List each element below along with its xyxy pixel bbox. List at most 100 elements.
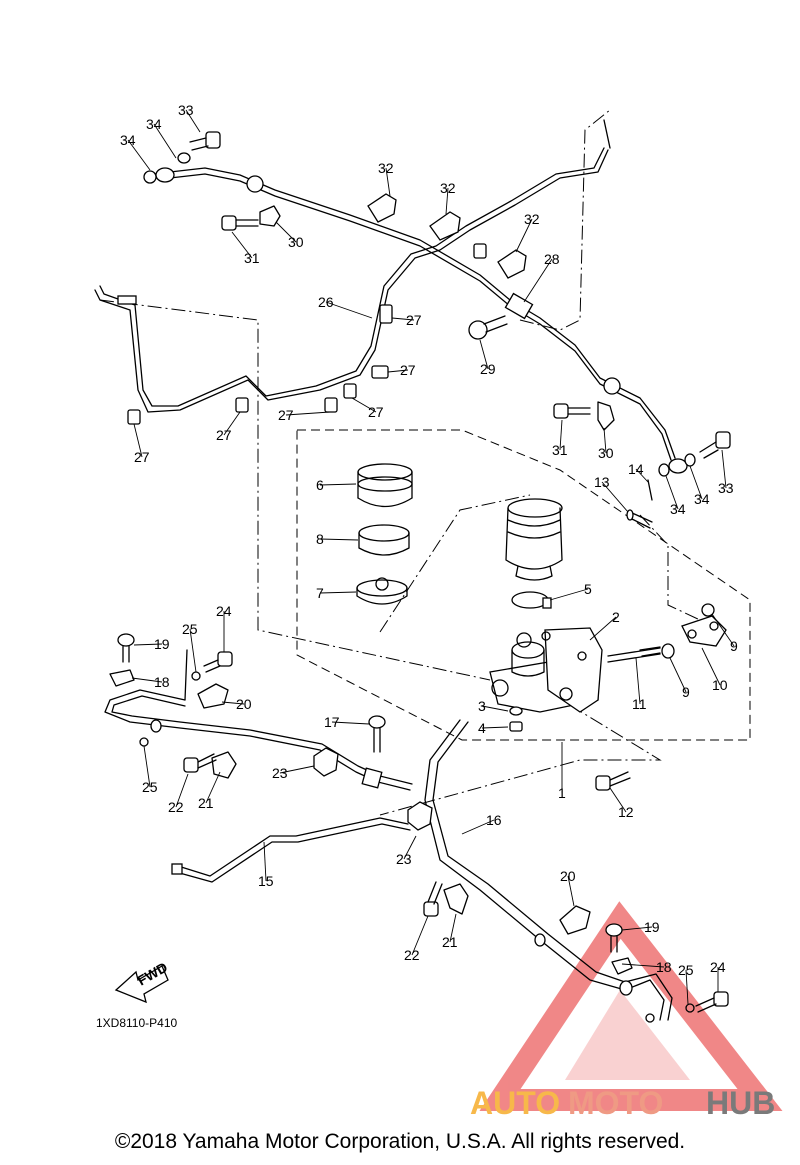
clevis-10 [681, 603, 727, 647]
callout-number: 27 [134, 449, 150, 465]
callout-leader-line [319, 483, 357, 486]
callout-number: 26 [318, 294, 334, 310]
callout-number: 27 [368, 404, 384, 420]
callout-leader-line [549, 588, 589, 601]
brake-pipe-26 [94, 119, 611, 413]
callout-leader-line [285, 411, 331, 416]
callout-leader-line [621, 926, 653, 931]
callout-number: 18 [656, 959, 672, 975]
bolt-12 [595, 771, 631, 791]
callout-number: 15 [258, 873, 274, 889]
lower-fasteners [109, 633, 729, 1023]
assembly-boundary [296, 429, 751, 741]
callout-leader-line [221, 701, 245, 705]
bolts-upper [143, 131, 731, 477]
bleed-parts-3-4 [509, 706, 523, 732]
callout-leader-line [319, 591, 357, 594]
diaphragm-8 [358, 524, 410, 556]
callout-number: 34 [146, 116, 162, 132]
callout-number: 6 [316, 477, 324, 493]
callout-number: 10 [712, 677, 728, 693]
callout-leader-line [603, 427, 607, 454]
callout-leader-line [127, 139, 151, 171]
callout-number: 30 [288, 234, 304, 250]
callout-number: 24 [710, 959, 726, 975]
callout-number: 33 [178, 102, 194, 118]
watermark-moto: MOTO [568, 1085, 663, 1121]
callout-leader-line [567, 875, 575, 907]
callout-number: 19 [644, 919, 660, 935]
reservoir-cap-6 [357, 463, 413, 508]
callout-number: 19 [154, 636, 170, 652]
callout-leader-line [635, 657, 641, 705]
callout-leader-line [523, 258, 553, 303]
callout-number: 20 [560, 868, 576, 884]
upper-brake-pipe [155, 167, 688, 474]
callout-leader-line [143, 745, 151, 788]
callout-leader-line [189, 628, 197, 673]
callout-leader-line [635, 468, 649, 483]
watermark-logo-mark [479, 901, 783, 1111]
callout-leader-line [133, 423, 143, 458]
pipe-clips [127, 193, 615, 431]
callout-leader-line [481, 705, 509, 712]
callout-number: 34 [120, 132, 136, 148]
brake-hose-16 [424, 719, 673, 1021]
callout-leader-line [175, 773, 189, 808]
callout-leader-line [411, 915, 429, 956]
callout-leader-line [481, 726, 509, 729]
reference-line [379, 704, 662, 816]
callout-number: 21 [442, 934, 458, 950]
callout-number: 16 [486, 812, 502, 828]
fwd-arrow-icon: FWD [114, 959, 170, 1004]
callout-number: 21 [198, 795, 214, 811]
callout-number: 23 [396, 851, 412, 867]
callout-leader-line [319, 538, 359, 541]
callout-number: 25 [678, 962, 694, 978]
callout-leader-line [185, 109, 201, 133]
callout-leader-line [231, 231, 253, 259]
callout-leader-line [601, 481, 629, 513]
callout-number: 14 [628, 461, 644, 477]
callout-leader-line [445, 187, 449, 215]
callout-leader-line [589, 616, 617, 641]
callout-number: 27 [400, 362, 416, 378]
diaphragm-plate-7 [356, 577, 408, 605]
callout-number: 27 [406, 312, 422, 328]
callout-leader-line [131, 677, 163, 683]
callout-number: 32 [378, 160, 394, 176]
hose-clamp-5 [511, 591, 552, 609]
callout-number: 20 [236, 696, 252, 712]
callout-number: 11 [632, 696, 647, 712]
callout-leader-line [133, 643, 163, 646]
callout-number: 18 [154, 674, 170, 690]
callout-leader-line [351, 397, 377, 413]
callout-leader-line [711, 613, 735, 647]
callout-leader-line [461, 819, 495, 835]
push-rod-11 [607, 643, 675, 663]
callout-number: 34 [670, 501, 686, 517]
lower-hose-left [104, 649, 413, 791]
callout-number: 9 [682, 684, 690, 700]
callout-number: 27 [278, 407, 294, 423]
watermark-hub: HUB [706, 1085, 775, 1121]
reference-line [99, 299, 491, 681]
callout-number: 25 [182, 621, 198, 637]
brake-pipe-15 [171, 817, 411, 883]
callout-leader-line [479, 339, 489, 370]
callout-leader-line [689, 465, 703, 500]
callout-leader-line [391, 317, 415, 321]
callout-leader-line [387, 369, 409, 373]
callout-number: 9 [730, 638, 738, 654]
callout-number: 22 [168, 799, 184, 815]
callout-leader-line [279, 765, 315, 774]
callout-number: 31 [244, 250, 260, 266]
callout-leader-line [669, 657, 687, 693]
callout-number: 28 [544, 251, 560, 267]
callout-number: 5 [584, 581, 592, 597]
callout-number: 29 [480, 361, 496, 377]
copyright-notice: ©2018 Yamaha Motor Corporation, U.S.A. A… [114, 1130, 686, 1153]
callout-number: 30 [598, 445, 614, 461]
callout-leader-line [449, 913, 457, 943]
